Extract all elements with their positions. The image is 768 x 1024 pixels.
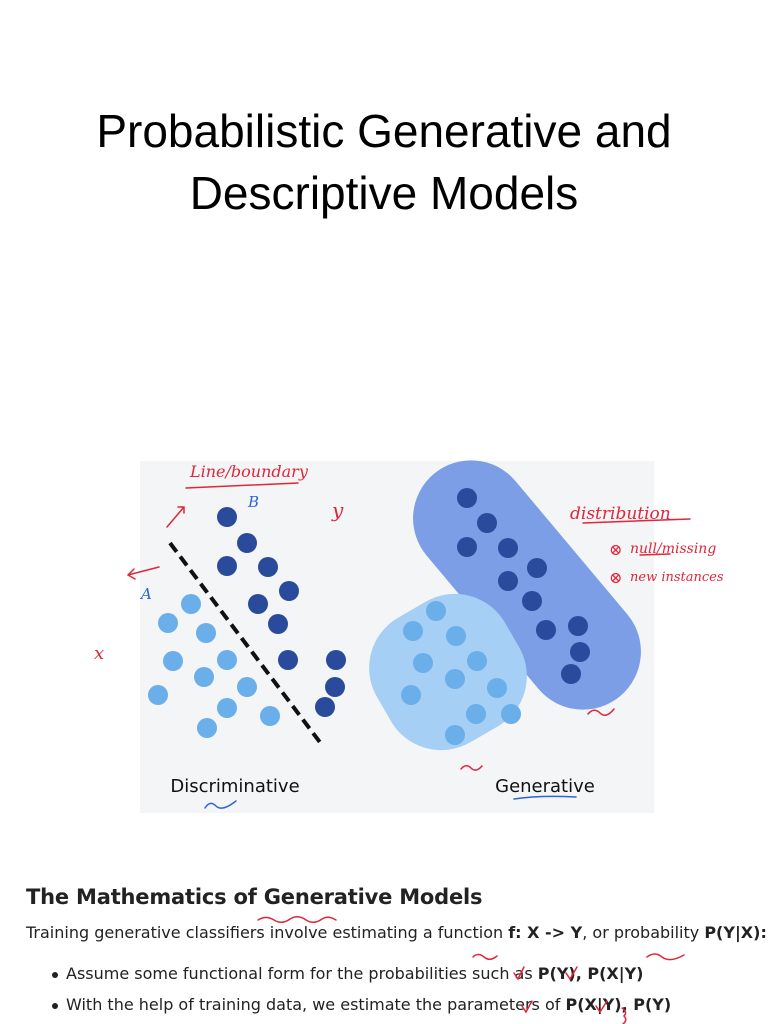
slide-title-line-1: Probabilistic Generative and	[96, 105, 672, 157]
figure-canvas: Discriminative Generative Line/boundary …	[94, 460, 724, 813]
class-a-dot	[403, 621, 423, 641]
class-a-dots	[148, 594, 280, 738]
slide-title-line-2: Descriptive Models	[189, 167, 579, 219]
class-a-dot	[445, 725, 465, 745]
class-a-dot	[467, 651, 487, 671]
arrow-up-right	[166, 506, 185, 528]
class-a-dot	[181, 594, 201, 614]
label-b: B	[247, 493, 259, 511]
class-b-dot	[279, 581, 299, 601]
squiggle-mark	[460, 765, 483, 771]
class-b-dot	[457, 488, 477, 508]
discriminative-vs-generative-figure: Discriminative Generative Line/boundary …	[0, 455, 768, 815]
class-a-dot	[445, 669, 465, 689]
bullet-2-terms: P(X|Y), P(Y)	[565, 995, 672, 1014]
class-b-dot	[248, 594, 268, 614]
class-b-dot	[498, 538, 518, 558]
class-b-dot	[477, 513, 497, 533]
class-b-dot	[522, 591, 542, 611]
axis-x-label: x	[94, 643, 104, 664]
intro-function: f: X -> Y	[508, 923, 583, 942]
class-b-dot	[217, 556, 237, 576]
underline-stroke	[513, 795, 577, 800]
class-b-dot	[258, 557, 278, 577]
class-b-dot	[325, 677, 345, 697]
underline-stroke	[582, 518, 691, 524]
class-b-dot	[527, 558, 547, 578]
class-a-dot	[426, 601, 446, 621]
class-b-dot	[568, 616, 588, 636]
class-b-dot	[278, 650, 298, 670]
note-1-marker: ⊗	[609, 540, 622, 559]
red-ink-annotations	[126, 482, 691, 771]
bullet-1-terms: P(Y), P(X|Y)	[537, 964, 644, 983]
class-a-dot	[401, 685, 421, 705]
class-b-dot	[570, 642, 590, 662]
class-a-dot	[217, 698, 237, 718]
axis-y-label: y	[331, 498, 344, 522]
class-a-dot	[446, 626, 466, 646]
list-item: With the help of training data, we estim…	[26, 995, 766, 1014]
note-2-marker: ⊗	[609, 568, 622, 587]
decision-boundary-line	[168, 541, 324, 747]
intro-probability: P(Y|X):	[704, 923, 767, 942]
arrow-left	[126, 566, 160, 580]
bullet-2-prefix: With the help of training data, we estim…	[66, 995, 566, 1014]
squiggle-mark	[204, 800, 237, 809]
class-a-dot	[163, 651, 183, 671]
class-a-dot	[148, 685, 168, 705]
class-b-dot	[561, 664, 581, 684]
class-b-dot	[457, 537, 477, 557]
class-a-dot	[158, 613, 178, 633]
underline-stroke	[639, 553, 671, 556]
list-item: Assume some functional form for the prob…	[26, 964, 766, 983]
label-a: A	[139, 585, 152, 603]
class-a-dot	[466, 704, 486, 724]
class-a-dot	[196, 623, 216, 643]
math-bullet-list: Assume some functional form for the prob…	[26, 964, 766, 1014]
squiggle-mark	[587, 708, 615, 716]
math-heading: The Mathematics of Generative Models	[26, 885, 483, 909]
class-a-dot	[413, 653, 433, 673]
class-b-dot	[498, 571, 518, 591]
class-b-dot	[326, 650, 346, 670]
discriminative-label: Discriminative	[170, 776, 299, 797]
class-a-dot	[194, 667, 214, 687]
slide-title: Probabilistic Generative and Descriptive…	[0, 100, 768, 224]
underline-stroke	[185, 482, 299, 489]
class-a-dot	[487, 678, 507, 698]
distribution-note: distribution	[570, 504, 671, 524]
class-a-dot	[217, 650, 237, 670]
class-a-dot	[260, 706, 280, 726]
class-a-dot	[197, 718, 217, 738]
note-new-instances: new instances	[630, 570, 724, 585]
class-b-dot	[536, 620, 556, 640]
red-ink-text: Line/boundary y x distribution ⊗ null/mi…	[94, 462, 724, 664]
boundary-note: Line/boundary	[189, 462, 309, 481]
class-b-dot	[237, 533, 257, 553]
intro-prefix: Training generative classifiers involve …	[26, 923, 509, 942]
class-b-dot	[217, 507, 237, 527]
class-b-generative-dots	[457, 488, 590, 684]
math-intro: Training generative classifiers involve …	[26, 923, 767, 942]
bullet-1-prefix: Assume some functional form for the prob…	[66, 964, 538, 983]
class-b-dot	[268, 614, 288, 634]
class-b-dots	[217, 507, 346, 717]
blue-ink-annotations	[204, 795, 577, 809]
class-a-dot	[501, 704, 521, 724]
class-b-dot	[315, 697, 335, 717]
note-null-missing: null/missing	[630, 541, 716, 557]
math-section: The Mathematics of Generative Models Tra…	[26, 885, 767, 1024]
class-a-dot	[237, 677, 257, 697]
class-a-generative-dots	[401, 601, 521, 745]
intro-middle: , or probability	[582, 923, 705, 942]
blue-ink-text: B A	[139, 493, 259, 603]
generative-label: Generative	[495, 776, 595, 797]
